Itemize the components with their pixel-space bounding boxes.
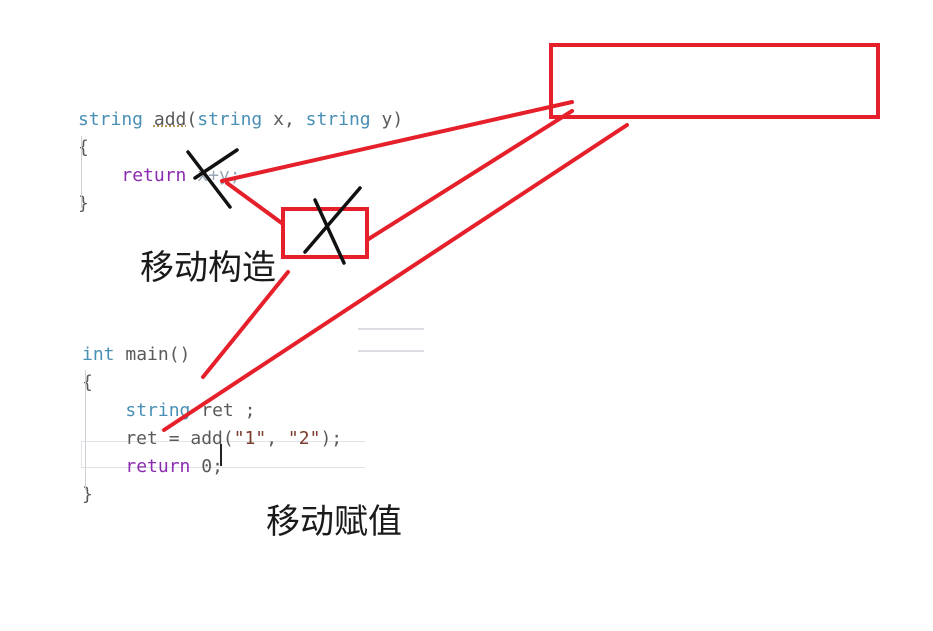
- code-token: ret ;: [190, 400, 256, 421]
- arrow-line-smallbox-to-bigbox: [365, 109, 574, 242]
- code-token: return: [121, 165, 187, 186]
- code-line: int main(): [82, 341, 342, 369]
- code-token: (: [186, 109, 198, 130]
- cross-return-b: [193, 148, 239, 180]
- code-line: ret = add("1", "2");: [82, 425, 342, 453]
- arrow-line-to-return: [220, 100, 574, 183]
- fold-guide-bottom: [85, 370, 86, 490]
- code-token: string: [305, 109, 371, 130]
- annotation-red-group: [162, 43, 880, 432]
- cross-box-a: [313, 198, 346, 265]
- code-token: {: [82, 372, 93, 393]
- code-token: string: [197, 109, 263, 130]
- arrow-line-to-ret-assign: [162, 123, 629, 432]
- code-line: return 0;: [82, 453, 342, 481]
- code-token: {: [78, 137, 89, 158]
- cross-box-b: [303, 186, 362, 254]
- code-token: return: [125, 456, 191, 477]
- divider-bottom: [358, 350, 424, 352]
- code-line: {: [78, 134, 403, 162]
- label-move-construct: 移动构造: [140, 248, 276, 288]
- code-token: add: [153, 109, 187, 130]
- divider-top: [358, 328, 424, 330]
- arrow-line-to-main: [201, 270, 290, 379]
- code-token: string: [125, 400, 191, 421]
- cross-return-a: [186, 150, 232, 209]
- code-line: }: [82, 481, 342, 509]
- code-line: {: [82, 369, 342, 397]
- code-token: x,: [262, 109, 306, 130]
- code-line: string add(string x, string y): [78, 106, 403, 134]
- code-line: string ret ;: [82, 397, 342, 425]
- code-token: ret = add(: [82, 428, 234, 449]
- code-token: }: [78, 193, 89, 214]
- code-token: );: [320, 428, 343, 449]
- cross-marks: [186, 148, 362, 265]
- code-token: 0;: [190, 456, 223, 477]
- text-caret: [220, 444, 222, 466]
- label-move-assign: 移动赋值: [266, 502, 402, 542]
- current-line-highlight: [81, 441, 365, 468]
- code-token: y): [370, 109, 404, 130]
- code-token: int: [82, 344, 115, 365]
- code-token: "1": [233, 428, 267, 449]
- code-token: "2": [287, 428, 321, 449]
- code-token: ,: [266, 428, 288, 449]
- code-token: string: [78, 109, 144, 130]
- code-snippet-main: int main() { string ret ; ret = add("1", …: [82, 341, 342, 509]
- code-token: }: [82, 484, 93, 505]
- arrow-line-box-to-return: [225, 181, 285, 226]
- code-token: main(): [114, 344, 191, 365]
- large-red-box: [549, 43, 880, 119]
- small-red-box: [281, 207, 369, 259]
- fold-guide-top: [81, 136, 82, 208]
- code-line: }: [78, 190, 403, 218]
